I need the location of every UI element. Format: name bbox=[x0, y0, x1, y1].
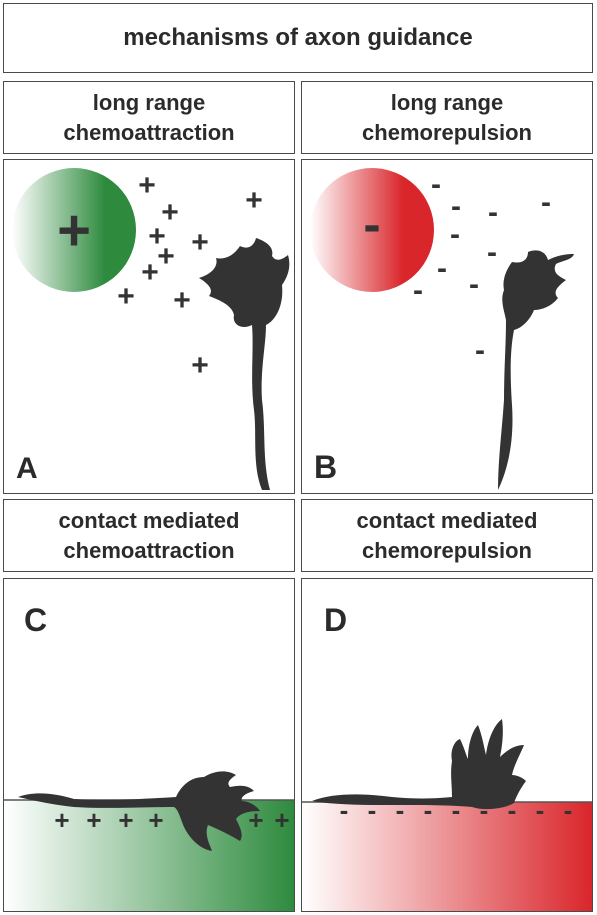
header-d-line2: chemorepulsion bbox=[362, 537, 532, 563]
minus-sign: - bbox=[541, 186, 551, 219]
plus-sign: + bbox=[141, 256, 159, 289]
minus-sign: - bbox=[413, 274, 423, 307]
plus-sign: + bbox=[161, 196, 179, 229]
header-d: contact mediated chemorepulsion bbox=[301, 499, 593, 572]
minus-sign: - bbox=[431, 168, 441, 201]
minus-sign: - bbox=[564, 795, 573, 825]
minus-sign: - bbox=[475, 334, 485, 367]
growth-cone bbox=[498, 250, 574, 490]
header-b: long range chemorepulsion bbox=[301, 81, 593, 154]
minus-sign: - bbox=[508, 795, 517, 825]
header-a: long range chemoattraction bbox=[3, 81, 295, 154]
growth-cone bbox=[199, 238, 290, 490]
minus-sign: - bbox=[488, 196, 498, 229]
header-c-line1: contact mediated bbox=[58, 507, 240, 533]
plus-sign: + bbox=[148, 805, 163, 835]
repulsive-substrate bbox=[302, 802, 592, 911]
panel-d: - - - - - - - - - D bbox=[301, 578, 593, 912]
source-plus: + bbox=[57, 198, 91, 263]
panel-b-illustration: - - - - - - - - - - - B bbox=[310, 168, 574, 490]
plus-sign: + bbox=[86, 805, 101, 835]
minus-sign: - bbox=[368, 795, 377, 825]
header-c: contact mediated chemoattraction bbox=[3, 499, 295, 572]
minus-sign: - bbox=[424, 795, 433, 825]
panel-letter-d: D bbox=[324, 602, 347, 638]
source-minus: - bbox=[363, 196, 380, 254]
header-b-line1: long range bbox=[390, 89, 504, 115]
panel-letter-b: B bbox=[314, 449, 337, 485]
plus-sign: + bbox=[248, 805, 263, 835]
attractant-source bbox=[12, 168, 136, 292]
growth-cone bbox=[312, 719, 526, 810]
panel-a-illustration: + + + + + + + + + + + A bbox=[12, 168, 290, 490]
substrate-minus-molecules: - - - - - - - - - bbox=[340, 795, 573, 825]
minus-sign: - bbox=[452, 795, 461, 825]
plus-sign: + bbox=[173, 284, 191, 317]
minus-sign: - bbox=[450, 218, 460, 251]
plus-sign: + bbox=[191, 349, 209, 382]
plus-sign: + bbox=[138, 169, 156, 202]
plus-sign: + bbox=[245, 184, 263, 217]
plus-sign: + bbox=[148, 220, 166, 253]
repellent-source bbox=[310, 168, 434, 292]
minus-sign: - bbox=[469, 268, 479, 301]
title-text: mechanisms of axon guidance bbox=[123, 24, 473, 51]
panel-letter-a: A bbox=[16, 452, 38, 485]
minus-sign: - bbox=[536, 795, 545, 825]
minus-sign: - bbox=[451, 190, 461, 223]
panel-letter-c: C bbox=[24, 602, 47, 638]
plus-sign: + bbox=[117, 280, 135, 313]
plus-sign: + bbox=[157, 240, 175, 273]
plus-sign: + bbox=[54, 805, 69, 835]
header-d-line1: contact mediated bbox=[356, 507, 538, 533]
header-c-line2: chemoattraction bbox=[63, 537, 235, 563]
plus-sign: + bbox=[118, 805, 133, 835]
header-a-line1: long range bbox=[92, 89, 206, 115]
plus-sign: + bbox=[274, 805, 289, 835]
attractive-substrate bbox=[4, 800, 294, 911]
panel-a: + + + + + + + + + + + A bbox=[3, 159, 295, 494]
minus-sign: - bbox=[396, 795, 405, 825]
minus-sign: - bbox=[480, 795, 489, 825]
chemorepellent-molecules: - - - - - - - - - - bbox=[413, 168, 551, 367]
substrate-plus-molecules: + + + + + + bbox=[54, 805, 289, 835]
header-b-line2: chemorepulsion bbox=[362, 119, 532, 145]
plus-sign: + bbox=[191, 226, 209, 259]
header-a-line2: chemoattraction bbox=[63, 119, 235, 145]
panel-c-illustration: + + + + + + C bbox=[4, 602, 294, 911]
panel-d-illustration: - - - - - - - - - D bbox=[302, 602, 592, 911]
panel-c: + + + + + + C bbox=[3, 578, 295, 912]
main-title: mechanisms of axon guidance bbox=[3, 3, 593, 73]
chemoattractant-molecules: + + + + + + + + + + bbox=[117, 169, 263, 382]
minus-sign: - bbox=[437, 252, 447, 285]
panel-b: - - - - - - - - - - - B bbox=[301, 159, 593, 494]
minus-sign: - bbox=[340, 795, 349, 825]
minus-sign: - bbox=[487, 236, 497, 269]
growth-cone bbox=[18, 771, 260, 851]
